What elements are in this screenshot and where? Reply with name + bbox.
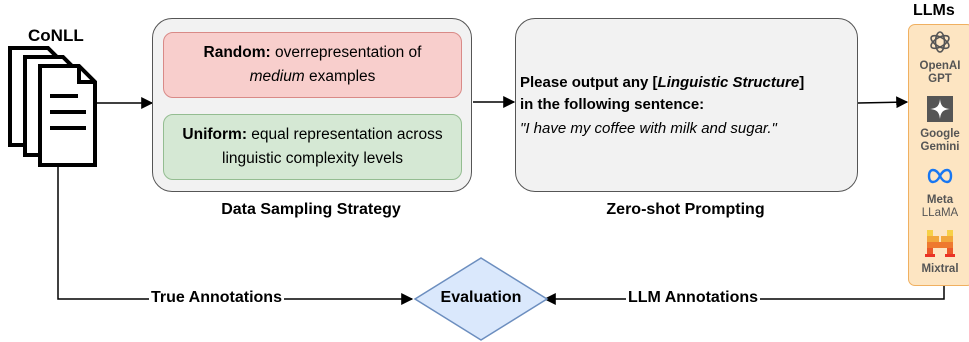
- sampling-caption: Data Sampling Strategy: [221, 201, 401, 218]
- uniform-sampling-card: Uniform: equal representation across lin…: [163, 114, 462, 180]
- random-italic: medium: [249, 68, 305, 85]
- uniform-text-1: equal representation across: [251, 126, 443, 143]
- meta-icon: [927, 168, 953, 184]
- linguistic-structure-placeholder: Linguistic Structure: [657, 74, 800, 91]
- random-text-1: overrepresentation of: [275, 44, 422, 61]
- llms-title: LLMs: [913, 2, 955, 19]
- prompt-instruction-line-1: Please output any [Linguistic Structure]: [520, 74, 805, 91]
- true-annotations-label: True Annotations: [149, 289, 284, 307]
- conll-label: CoNLL: [28, 26, 84, 45]
- prompt-instruction-line-2: in the following sentence:: [520, 96, 705, 113]
- prompting-caption: Zero-shot Prompting: [606, 201, 765, 218]
- evaluation-diamond: [413, 257, 549, 341]
- llm-mixtral: Mixtral: [909, 228, 969, 276]
- prompting-box: Please output any [Linguistic Structure]…: [515, 18, 858, 192]
- gemini-icon: [927, 96, 953, 122]
- arrow-true-annotations: [57, 165, 414, 305]
- arrow-prompting-to-llms: [857, 96, 909, 109]
- random-text-2: examples: [309, 68, 376, 85]
- document-stack-icon: [8, 46, 97, 167]
- random-sampling-card: Random: overrepresentation of medium exa…: [163, 32, 462, 98]
- mixtral-icon: [925, 230, 955, 257]
- random-label: Random:: [203, 44, 271, 61]
- prompt-example-sentence: "I have my coffee with milk and sugar.": [520, 120, 777, 137]
- uniform-text-2: linguistic complexity levels: [222, 150, 403, 167]
- uniform-label: Uniform:: [182, 126, 247, 143]
- openai-icon: [930, 31, 950, 53]
- evaluation-label: Evaluation: [440, 289, 522, 306]
- llm-annotations-label: LLM Annotations: [626, 289, 761, 307]
